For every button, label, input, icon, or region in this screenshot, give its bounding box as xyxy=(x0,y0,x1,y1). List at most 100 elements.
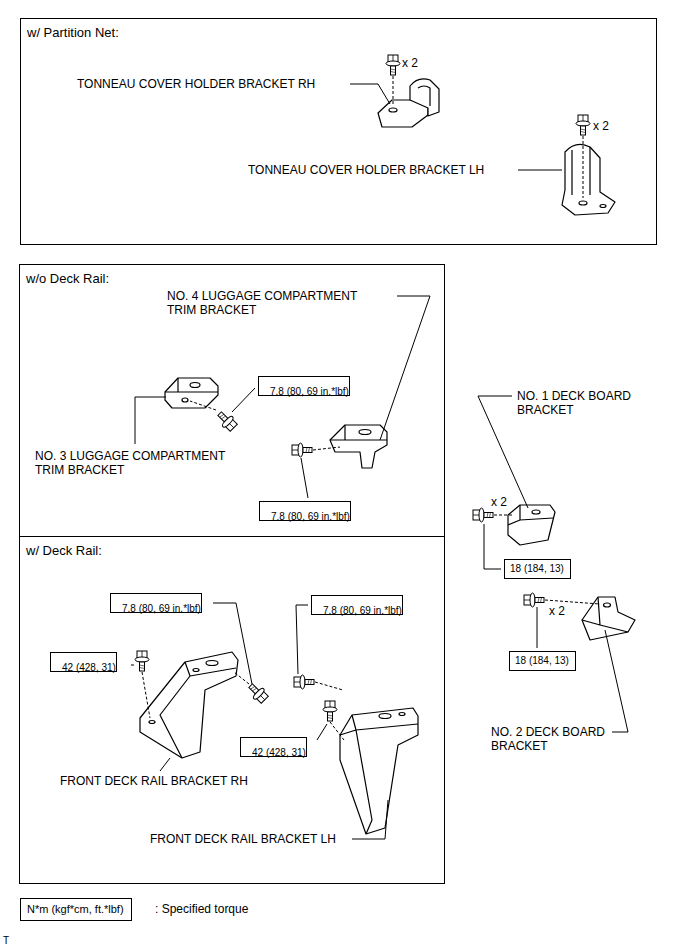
torque-box: 18 (184, 13) xyxy=(504,559,571,579)
torque-value: 18 (184, 13) xyxy=(515,655,570,667)
bracket-drawing xyxy=(562,144,615,215)
dashed-line xyxy=(545,600,600,604)
leader-line xyxy=(484,524,501,569)
bolt-symbol xyxy=(386,55,400,75)
bracket-drawing xyxy=(379,714,391,719)
bracket-drawing xyxy=(340,715,418,834)
torque-box: 7.8 (80, 69 in.*lbf) xyxy=(259,501,351,521)
dashed-line xyxy=(583,136,584,198)
torque-value: N*m (kgf*cm, ft.*lbf) xyxy=(27,903,125,916)
bracket-drawing xyxy=(165,378,218,408)
dashed-line xyxy=(234,672,249,684)
bracket-drawing xyxy=(193,669,199,672)
dashed-line xyxy=(313,447,340,450)
page-mark: T xyxy=(3,934,9,948)
bolt-symbol xyxy=(215,409,239,433)
bracket-drawing xyxy=(600,205,606,208)
bracket-drawing xyxy=(160,662,236,758)
torque-box: 7.8 (80, 69 in.*lbf) xyxy=(311,595,403,615)
quantity: x 2 xyxy=(549,604,565,618)
legend-text: : Specified torque xyxy=(155,902,248,916)
bracket-drawing xyxy=(190,383,200,388)
leader-line xyxy=(232,388,255,412)
leader-line xyxy=(131,665,134,666)
bolt-symbol xyxy=(524,593,544,607)
bracket-drawing xyxy=(508,505,555,545)
bracket-drawing xyxy=(572,147,590,195)
part-name: FRONT DECK RAIL BRACKET RH xyxy=(60,774,248,788)
part-name: NO. 2 DECK BOARD BRACKET xyxy=(491,725,619,753)
bolt-symbol xyxy=(473,508,493,522)
torque-value: 7.8 (80, 69 in.*lbf) xyxy=(122,603,202,615)
leader-line xyxy=(350,84,390,104)
quantity: x 2 xyxy=(491,495,507,509)
torque-value: 42 (428, 31) xyxy=(252,747,307,759)
leader-line xyxy=(301,458,308,498)
dashed-line xyxy=(142,672,150,718)
bolt-symbol xyxy=(292,443,312,457)
part-name: TONNEAU COVER HOLDER BRACKET LH xyxy=(248,163,484,177)
leader-line xyxy=(605,630,628,732)
torque-box: 18 (184, 13) xyxy=(509,651,576,671)
leader-line xyxy=(317,724,327,740)
dashed-line xyxy=(393,76,394,106)
dashed-line xyxy=(494,515,512,516)
bolt-symbol xyxy=(294,675,314,689)
bracket-drawing xyxy=(149,721,155,724)
variant-panel: w/ Partition Net: xyxy=(20,18,657,245)
bracket-drawing xyxy=(410,79,439,116)
bracket-drawing xyxy=(140,652,238,758)
leader-line xyxy=(160,758,170,771)
bracket-drawing xyxy=(418,86,430,106)
dashed-line xyxy=(315,682,343,690)
leader-line xyxy=(380,296,430,440)
bracket-drawing xyxy=(508,505,553,525)
bracket-drawing xyxy=(604,603,611,607)
bracket-drawing xyxy=(182,398,188,402)
variant-panel: w/ Deck Rail: 7.8 (80, 69 in.*lbf) 7.8 (80… xyxy=(19,536,445,884)
torque-value: 7.8 (80, 69 in.*lbf) xyxy=(270,386,350,398)
torque-box: 7.8 (80, 69 in.*lbf) xyxy=(110,593,202,613)
panel-heading: w/ Deck Rail: xyxy=(26,543,102,558)
leader-line xyxy=(213,603,252,684)
bracket-drawing xyxy=(330,425,387,440)
panel-heading: w/o Deck Rail: xyxy=(26,271,109,286)
bracket-drawing xyxy=(165,378,218,392)
torque-box: 42 (428, 31) xyxy=(50,652,117,672)
part-name: FRONT DECK RAIL BRACKET LH xyxy=(150,832,336,846)
part-name: NO. 3 LUGGAGE COMPARTMENT TRIM BRACKET xyxy=(35,449,237,477)
part-name: TONNEAU COVER HOLDER BRACKET RH xyxy=(77,77,315,91)
panel-heading: w/ Partition Net: xyxy=(27,25,119,40)
bracket-drawing xyxy=(378,79,439,127)
bracket-drawing xyxy=(340,708,418,834)
part-name: NO. 1 DECK BOARD BRACKET xyxy=(517,389,645,417)
bracket-drawing xyxy=(206,661,218,666)
torque-value: 18 (184, 13) xyxy=(510,563,565,575)
bracket-drawing xyxy=(165,378,218,408)
bracket-drawing xyxy=(579,201,587,205)
quantity: x 2 xyxy=(593,119,609,133)
torque-value: 42 (428, 31) xyxy=(62,662,117,674)
part-name: NO. 4 LUGGAGE COMPARTMENT TRIM BRACKET xyxy=(167,289,379,317)
leader-line xyxy=(518,170,562,171)
torque-box: 7.8 (80, 69 in.*lbf) xyxy=(258,376,350,396)
bracket-drawing xyxy=(562,144,615,215)
leader-line xyxy=(352,800,388,839)
quantity: x 2 xyxy=(402,56,418,70)
bracket-drawing xyxy=(330,425,387,468)
bracket-drawing xyxy=(330,425,387,468)
bracket-drawing xyxy=(359,430,371,435)
leader-line xyxy=(296,605,308,674)
bolt-symbol xyxy=(323,701,337,721)
torque-unit-box: N*m (kgf*cm, ft.*lbf) xyxy=(20,898,132,921)
leader-line xyxy=(537,607,538,648)
bolt-symbol xyxy=(576,115,590,135)
bracket-drawing xyxy=(340,708,418,834)
bracket-drawing xyxy=(532,510,540,514)
bolt-symbol xyxy=(246,681,270,705)
bracket-drawing xyxy=(508,505,555,545)
torque-box: 42 (428, 31) xyxy=(240,737,307,757)
bracket-drawing xyxy=(399,713,405,716)
dashed-line xyxy=(330,722,344,740)
